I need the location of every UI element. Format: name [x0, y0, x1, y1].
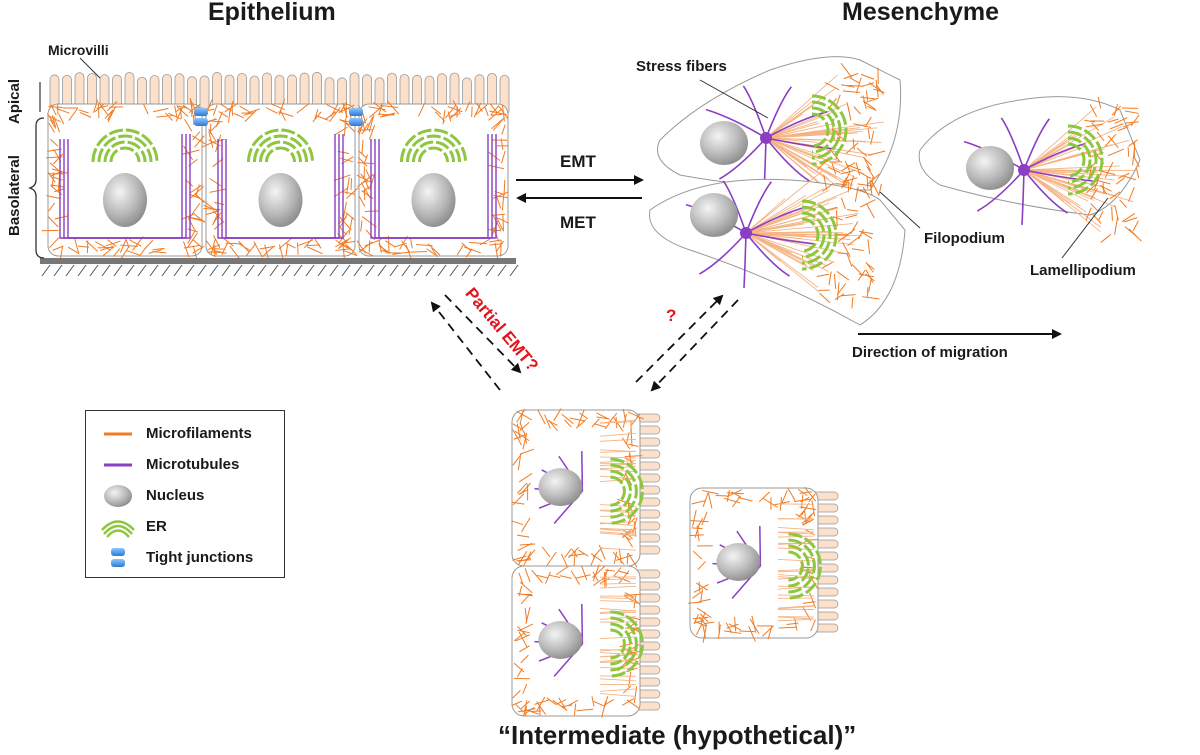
centrosome: [740, 227, 752, 239]
legend-item: ER: [86, 514, 286, 540]
legend-label: Microtubules: [146, 456, 240, 473]
filopodium-pointer: [879, 191, 921, 229]
microtubule-icon: [104, 463, 132, 467]
emt-label: EMT: [560, 152, 596, 171]
er-icon: [1067, 124, 1104, 196]
er-icon: [788, 532, 822, 600]
epithelial-cell: [41, 98, 206, 262]
met-label: MET: [560, 213, 596, 232]
intermediate-title: “Intermediate (hypothetical)”: [498, 720, 857, 750]
nucleus-icon: [103, 173, 147, 227]
tight-junction-icon: [349, 108, 363, 126]
microvilli-pointer: [79, 57, 101, 79]
nucleus-icon: [966, 146, 1014, 190]
question-arrows: [635, 294, 739, 392]
epithelium-group: [27, 57, 519, 277]
stress-fibers-pointer: [699, 79, 769, 119]
epithelial-cells: [41, 98, 509, 262]
epithelial-cell: [200, 98, 359, 261]
er-icon: [610, 457, 644, 525]
nucleus-icon: [690, 193, 738, 237]
microvilli-label: Microvilli: [48, 42, 109, 58]
basement-membrane: [40, 258, 516, 264]
nucleus-icon: [700, 121, 748, 165]
intermediate-cell: [688, 486, 839, 643]
filopodium-label: Filopodium: [924, 230, 1005, 247]
direction-label: Direction of migration: [852, 344, 1008, 361]
question-label: ?: [666, 306, 677, 325]
er-icon: [801, 199, 838, 271]
intermediate-cell: [511, 564, 661, 718]
mesenchyme-title: Mesenchyme: [842, 0, 1000, 26]
basolateral-label: Basolateral: [6, 155, 23, 236]
intermediate-cell: [511, 408, 661, 568]
nucleus-icon: [716, 543, 761, 581]
mesenchymal-cell: [649, 159, 906, 326]
legend: Microfilaments Microtubules Nucleus ER T…: [85, 410, 285, 578]
legend-label: Nucleus: [146, 487, 205, 504]
stress-fibers-label: Stress fibers: [636, 58, 727, 75]
epithelium-title: Epithelium: [208, 0, 336, 26]
er-icon: [247, 128, 314, 163]
legend-label: Tight junctions: [146, 549, 254, 566]
er-icon: [91, 128, 159, 163]
partial-emt-arrows: [430, 294, 522, 391]
tight-junction-icon: [111, 548, 125, 567]
basolateral-brace: [27, 117, 45, 259]
lamellipodium-label: Lamellipodium: [1030, 262, 1136, 279]
er-icon: [400, 128, 467, 163]
legend-label: ER: [146, 518, 167, 535]
mesenchyme-group: [649, 56, 1142, 326]
lamellipodium-pointer: [1061, 197, 1109, 259]
mesenchymal-cell: [918, 96, 1142, 243]
apical-label: Apical: [6, 78, 23, 124]
nucleus-icon: [258, 173, 303, 227]
nucleus-icon: [411, 173, 456, 227]
legend-item: Microfilaments: [86, 421, 286, 447]
centrosome: [1018, 164, 1030, 176]
nucleus-icon: [104, 485, 132, 507]
mesenchymal-cell: [657, 56, 902, 215]
tight-junction-icon: [194, 108, 208, 126]
legend-item: Nucleus: [86, 483, 286, 509]
microfilament-icon: [104, 432, 132, 436]
legend-label: Microfilaments: [146, 425, 252, 442]
basement-hatch: [41, 264, 519, 277]
legend-item: Tight junctions: [86, 545, 286, 571]
nucleus-icon: [538, 468, 583, 507]
er-icon: [101, 520, 135, 538]
legend-item: Microtubules: [86, 452, 286, 478]
nucleus-icon: [538, 621, 583, 659]
intermediate-group: [511, 408, 839, 718]
centrosome: [760, 132, 772, 144]
epithelial-cell: [356, 100, 509, 262]
er-icon: [610, 610, 644, 678]
